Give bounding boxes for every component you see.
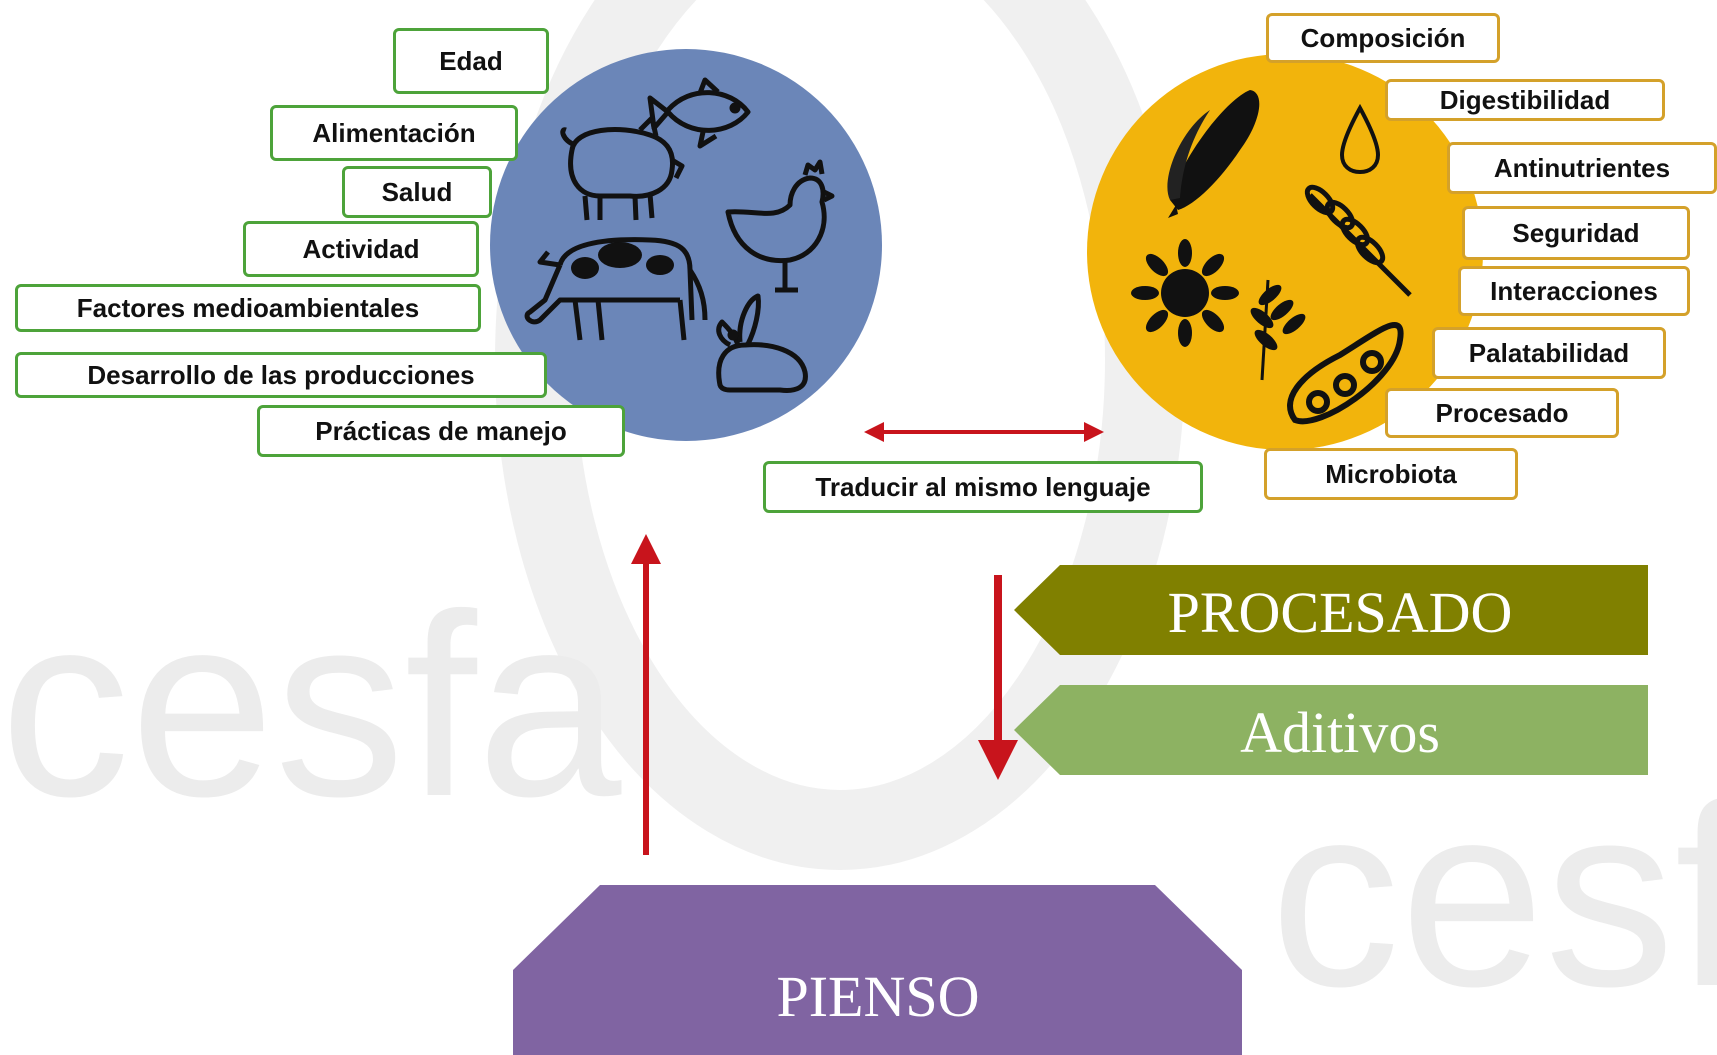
procesado-label: PROCESADO <box>1168 580 1513 645</box>
factor-box-alimentacion: Alimentación <box>270 105 518 161</box>
oil-drop-icon <box>1339 103 1381 175</box>
sunflower-icon <box>1131 239 1239 347</box>
fish-icon <box>647 77 751 149</box>
cow-spots <box>571 242 674 279</box>
aditivos-label: Aditivos <box>1240 700 1440 765</box>
pienso-label: PIENSO <box>776 964 979 1029</box>
property-box-procesado: Procesado <box>1385 388 1619 438</box>
factor-box-practicas-manejo: Prácticas de manejo <box>257 405 625 457</box>
animal-circle <box>490 49 882 441</box>
factor-box-desarrollo-producciones: Desarrollo de las producciones <box>15 352 547 398</box>
translate-label-box: Traducir al mismo lenguaje <box>763 461 1203 513</box>
aditivos-banner: Aditivos <box>1014 685 1648 775</box>
watermark-text-left: cesfa <box>0 561 623 851</box>
factor-box-factores-medioambientales: Factores medioambientales <box>15 284 481 332</box>
cow-icon <box>524 237 708 341</box>
property-box-interacciones: Interacciones <box>1458 266 1690 316</box>
property-box-microbiota: Microbiota <box>1264 448 1518 500</box>
corn-icon <box>1167 90 1260 218</box>
soybean-icon <box>1287 322 1404 425</box>
property-box-antinutrientes: Antinutrientes <box>1447 142 1717 194</box>
factor-box-edad: Edad <box>393 28 549 94</box>
property-box-seguridad: Seguridad <box>1462 206 1690 260</box>
wheat-icon <box>1304 184 1412 297</box>
rabbit-icon <box>716 293 808 393</box>
barley-icon <box>1250 279 1306 381</box>
factor-box-actividad: Actividad <box>243 221 479 277</box>
watermark-text-right: cesfa <box>1270 751 1717 1041</box>
pienso-block: PIENSO <box>513 885 1242 1055</box>
procesado-banner: PROCESADO <box>1014 565 1648 655</box>
property-box-palatabilidad: Palatabilidad <box>1432 327 1666 379</box>
chicken-icon <box>725 159 835 293</box>
property-box-composicion: Composición <box>1266 13 1500 63</box>
factor-box-salud: Salud <box>342 166 492 218</box>
pig-icon <box>560 115 685 221</box>
property-box-digestibilidad: Digestibilidad <box>1385 79 1665 121</box>
